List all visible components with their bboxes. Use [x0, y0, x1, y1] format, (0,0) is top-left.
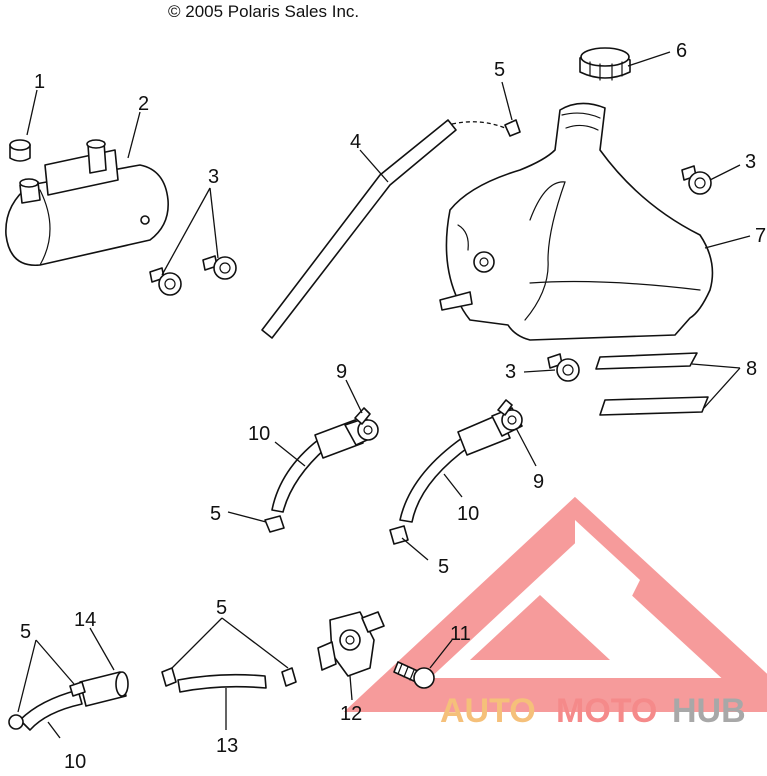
part-3-bolt-left-a: [149, 267, 182, 296]
callout-4: 4: [350, 131, 361, 153]
part-13-hose: [177, 673, 267, 693]
part-5-clip-hose-b: [281, 667, 297, 687]
part-8-pads: [595, 352, 709, 416]
callout-7: 7: [755, 225, 766, 247]
callout-6: 6: [676, 40, 687, 62]
callout-2: 2: [138, 93, 149, 115]
callout-1: 1: [34, 71, 45, 93]
part-5-clip-hose-a: [161, 667, 177, 687]
part-5-clip-top: [504, 119, 521, 137]
callout-13: 13: [216, 735, 238, 757]
callout-12: 12: [340, 703, 362, 725]
callout-5-right: 5: [438, 556, 449, 578]
callout-9-left: 9: [336, 361, 347, 383]
callout-3-right-top: 3: [745, 151, 756, 173]
part-4-vent-hose: [261, 119, 457, 339]
part-6-fuel-cap: [579, 47, 631, 81]
part-11-screw: [393, 661, 435, 689]
part-2-aux-tank: [5, 139, 169, 266]
part-3-bolt-right-top: [681, 165, 712, 195]
callout-3-left: 3: [208, 166, 219, 188]
callout-9-right: 9: [533, 471, 544, 493]
callout-11: 11: [450, 623, 471, 645]
watermark-hub: HUB: [672, 692, 746, 730]
callout-5-top: 5: [494, 59, 505, 81]
callout-14: 14: [74, 609, 96, 631]
callout-3-right-mid: 3: [505, 361, 516, 383]
part-5-clip-bottom-left-b: [69, 681, 86, 697]
callout-10-right: 10: [457, 503, 479, 525]
watermark-auto: AUTO: [440, 692, 536, 730]
part-10-fuel-line-bottom: [19, 689, 83, 731]
watermark-logo-icon: [343, 496, 767, 712]
part-7-fuel-tank: [439, 102, 714, 341]
callout-5-bottom-left: 5: [20, 621, 31, 643]
part-9-clamp-left: [354, 407, 379, 441]
part-5-clip-bottom-left-a: [8, 714, 24, 730]
part-1-cap: [9, 139, 31, 162]
callout-5-hose: 5: [216, 597, 227, 619]
part-3-bolt-right-mid: [547, 353, 580, 382]
part-9-clamp-right: [497, 399, 523, 431]
part-14-filter: [79, 671, 129, 707]
callout-5-left: 5: [210, 503, 221, 525]
part-12-petcock: [317, 611, 385, 677]
callout-10-bottom: 10: [64, 751, 86, 771]
callout-8: 8: [746, 358, 757, 380]
callout-10-left: 10: [248, 423, 270, 445]
part-3-bolt-left-b: [202, 255, 237, 280]
part-5-clip-left: [264, 515, 285, 533]
watermark-moto: MOTO: [556, 692, 657, 730]
copyright-text: © 2005 Polaris Sales Inc.: [168, 2, 359, 21]
